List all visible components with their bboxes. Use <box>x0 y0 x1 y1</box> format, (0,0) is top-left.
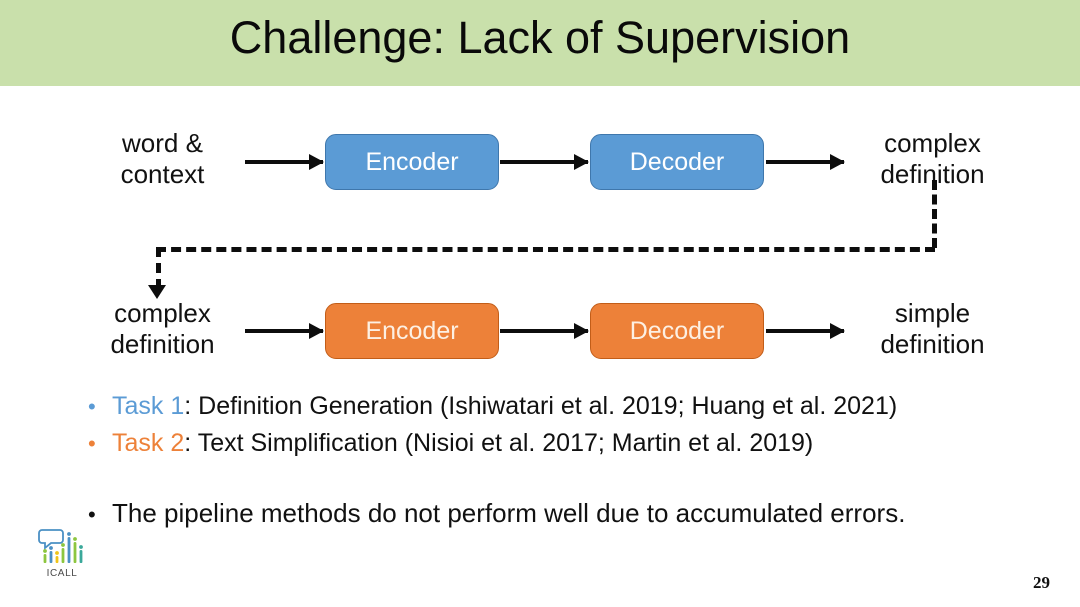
page-title: Challenge: Lack of Supervision <box>229 12 851 63</box>
page-number: 29 <box>1033 573 1050 592</box>
task-1-tag: Task 1 <box>112 392 185 420</box>
row2-decoder-label: Decoder <box>629 316 725 345</box>
bullet-dot-icon: • <box>88 431 96 456</box>
feedback-dashed-segment-down-right <box>932 180 937 248</box>
row2-output-label: simple definition <box>855 298 1010 360</box>
row1-input-label-line1: word & <box>122 128 203 158</box>
row2-output-label-line1: simple <box>894 298 971 328</box>
feedback-arrowhead-icon <box>148 285 166 299</box>
row2-input-label-line1: complex <box>114 298 211 328</box>
icall-logo-label: ICALL <box>46 568 78 579</box>
task-bullet-list: • Task 1 : Definition Generation (Ishiwa… <box>88 392 1048 466</box>
task-2-tag: Task 2 <box>112 429 185 457</box>
row2-arrow-decoder-to-output <box>766 323 845 339</box>
pipeline-diagram: word & context Encoder Decoder complex d… <box>0 86 1080 386</box>
list-item: • Task 1 : Definition Generation (Ishiwa… <box>88 392 1048 429</box>
row2-arrow-encoder-to-decoder <box>500 323 589 339</box>
row2-output-label-line2: definition <box>880 329 985 359</box>
icall-logo: ICALL <box>34 524 90 586</box>
title-band: Challenge: Lack of Supervision <box>0 0 1080 86</box>
list-item: • Task 2 : Text Simplification (Nisioi e… <box>88 429 1048 466</box>
feedback-dashed-segment-horizontal <box>156 247 935 252</box>
row2-arrow-input-to-encoder <box>245 323 324 339</box>
summary-bullet: • The pipeline methods do not perform we… <box>88 498 905 529</box>
row1-output-label: complex definition <box>855 128 1010 190</box>
row1-decoder-box: Decoder <box>590 134 764 190</box>
task-1-description: : Definition Generation (Ishiwatari et a… <box>184 392 898 420</box>
task-2-description: : Text Simplification (Nisioi et al. 201… <box>184 429 814 457</box>
row1-encoder-label: Encoder <box>365 147 459 176</box>
row1-input-label-line2: context <box>120 159 205 189</box>
row2-encoder-label: Encoder <box>365 316 459 345</box>
row1-arrow-input-to-encoder <box>245 154 324 170</box>
row2-input-label-line2: definition <box>110 329 215 359</box>
row1-encoder-box: Encoder <box>325 134 499 190</box>
row1-arrow-encoder-to-decoder <box>500 154 589 170</box>
summary-text: The pipeline methods do not perform well… <box>112 498 906 528</box>
row1-arrow-decoder-to-output <box>766 154 845 170</box>
bullet-dot-icon: • <box>88 394 96 419</box>
bullet-dot-icon: • <box>88 502 96 527</box>
row2-input-label: complex definition <box>90 298 235 360</box>
row1-output-label-line1: complex <box>884 128 981 158</box>
icall-logo-mark-icon <box>38 529 83 563</box>
row2-decoder-box: Decoder <box>590 303 764 359</box>
row2-encoder-box: Encoder <box>325 303 499 359</box>
row1-decoder-label: Decoder <box>629 147 725 176</box>
row1-input-label: word & context <box>95 128 230 190</box>
feedback-dashed-segment-down-left <box>156 247 161 289</box>
